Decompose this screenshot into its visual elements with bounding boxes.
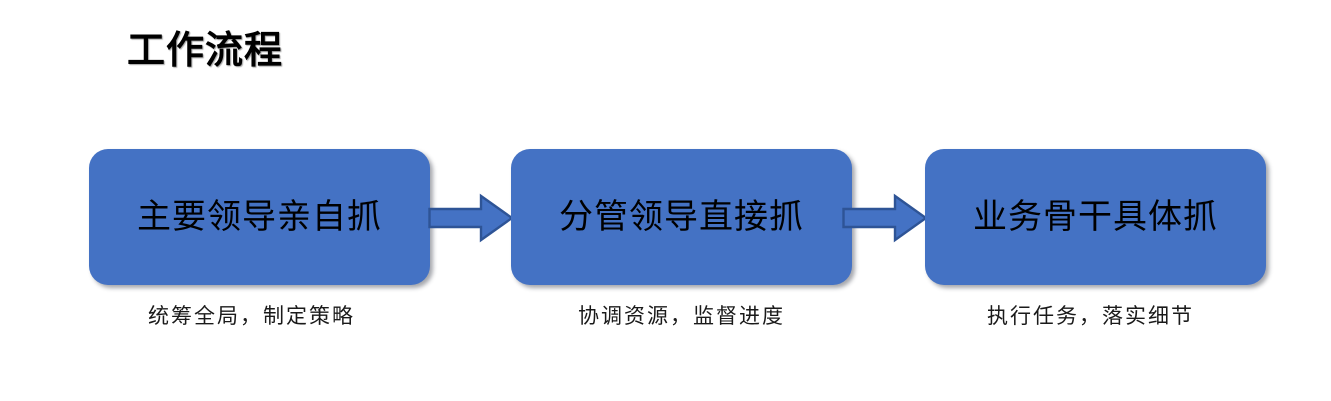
stage-label: 业务骨干具体抓 [973, 198, 1218, 236]
arrow-right-icon [428, 193, 514, 243]
flow-stage: 业务骨干具体抓 执行任务，落实细节 [925, 149, 1266, 328]
flow-stage: 主要领导亲自抓 统筹全局，制定策略 [89, 149, 430, 328]
stage-caption: 协调资源，监督进度 [578, 304, 785, 328]
stage-box[interactable]: 业务骨干具体抓 [925, 149, 1266, 285]
stage-label: 分管领导直接抓 [559, 198, 804, 236]
stage-box[interactable]: 分管领导直接抓 [511, 149, 852, 285]
stage-label: 主要领导亲自抓 [137, 198, 382, 236]
stage-caption: 执行任务，落实细节 [987, 304, 1194, 328]
arrow-right-icon [842, 193, 928, 243]
page-title: 工作流程 [127, 30, 284, 72]
flow-stage: 分管领导直接抓 协调资源，监督进度 [511, 149, 852, 328]
stage-box[interactable]: 主要领导亲自抓 [89, 149, 430, 285]
stage-caption: 统筹全局，制定策略 [148, 304, 355, 328]
